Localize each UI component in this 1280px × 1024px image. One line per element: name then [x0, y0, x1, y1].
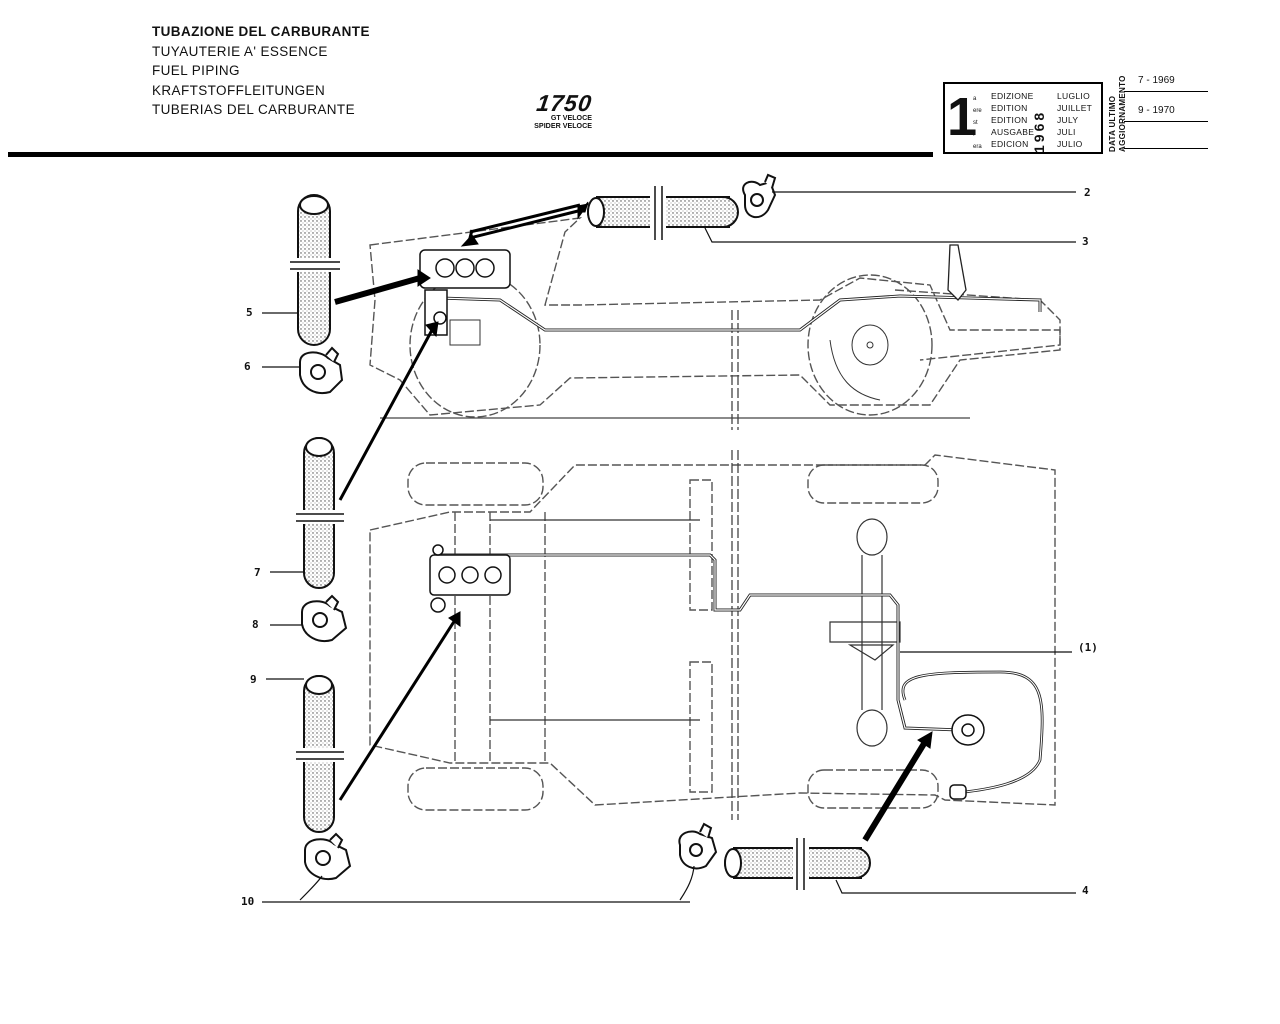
- title-spanish: TUBERIAS DEL CARBURANTE: [152, 102, 355, 117]
- filler-neck: [947, 244, 967, 301]
- update-line: [1124, 148, 1208, 149]
- top-fuel-line-inner: [440, 554, 961, 731]
- callout-5: 5: [246, 306, 253, 319]
- side-carburettors: [419, 249, 511, 336]
- edition-label: EDITION: [991, 103, 1028, 113]
- edition-number: 1: [947, 87, 978, 147]
- leader-lines: [262, 191, 1076, 903]
- header-rule: [8, 152, 933, 157]
- top-carburettors: [429, 544, 511, 613]
- edition-suffixes: a ere st . era: [973, 93, 982, 153]
- update-line: [1124, 121, 1208, 122]
- edition-suffix: .: [973, 132, 975, 138]
- clamp-part-10: [304, 832, 352, 880]
- edition-suffix: st: [973, 120, 978, 126]
- update-line: [1124, 91, 1208, 92]
- edition-label: EDIZIONE: [991, 91, 1034, 101]
- title-italian: TUBAZIONE DEL CARBURANTE: [152, 24, 370, 39]
- edition-month: JULY: [1057, 115, 1079, 125]
- title-german: KRAFTSTOFFLEITUNGEN: [152, 82, 326, 98]
- hose-part-5: [290, 194, 340, 346]
- edition-suffix: ere: [973, 108, 982, 114]
- edition-label: EDITION: [991, 115, 1028, 125]
- callout-6: 6: [244, 360, 251, 373]
- title-french: TUYAUTERIE A' ESSENCE: [152, 43, 328, 59]
- top-detail: [490, 518, 901, 747]
- callout-4: 4: [1082, 884, 1089, 897]
- clamp-part-2: [742, 173, 777, 219]
- callout-3: 3: [1082, 235, 1089, 248]
- side-detail: [449, 319, 889, 401]
- pointer-arrows: [334, 201, 933, 842]
- update-date-2: 9 - 1970: [1138, 105, 1175, 116]
- edition-labels: EDIZIONE EDITION EDITION AUSGABE EDICION: [991, 90, 1034, 150]
- hose-part-4: [724, 838, 871, 890]
- model-variant-gt: GT VELOCE: [550, 113, 592, 122]
- side-fuel-line-outer: [439, 294, 1042, 332]
- callout-1-bracket: (1): [1078, 641, 1098, 654]
- update-date-1: 7 - 1969: [1138, 75, 1175, 86]
- edition-months: LUGLIO JUILLET JULY JULI JULIO: [1057, 90, 1092, 150]
- callout-2: 2: [1084, 186, 1091, 199]
- clamp-part-8: [301, 594, 348, 642]
- hose-part-3: [587, 186, 739, 240]
- edition-label: EDICION: [991, 139, 1029, 149]
- hose-part-7: [296, 437, 344, 589]
- side-fuel-line-inner: [439, 295, 1041, 331]
- callout-7: 7: [254, 566, 261, 579]
- title-block: TUBAZIONE DEL CARBURANTE TUYAUTERIE A' E…: [152, 22, 370, 120]
- car-top-view: [369, 454, 1056, 811]
- edition-month: JULIO: [1057, 139, 1083, 149]
- edition-label: AUSGABE: [991, 127, 1035, 137]
- hose-part-9: [296, 675, 344, 833]
- edition-suffix: era: [973, 144, 982, 150]
- callout-9: 9: [250, 673, 257, 686]
- callout-10: 10: [241, 895, 255, 908]
- edition-month: JUILLET: [1057, 103, 1093, 113]
- title-english: FUEL PIPING: [152, 63, 240, 78]
- model-logo: 1750 GT VELOCE SPIDER VELOCE: [512, 90, 594, 130]
- tank-outlet: [949, 714, 985, 800]
- model-variant-spider: SPIDER VELOCE: [534, 121, 592, 130]
- edition-month: LUGLIO: [1057, 91, 1090, 101]
- callout-8: 8: [252, 618, 259, 631]
- edition-month: JULI: [1057, 127, 1076, 137]
- clamp-part-6: [299, 346, 344, 394]
- tank-line-inner: [902, 671, 1043, 793]
- edition-box: 1 a ere st . era EDIZIONE EDITION EDITIO…: [943, 82, 1103, 154]
- clamp-part-10b: [678, 822, 718, 870]
- car-side-view: [369, 217, 1061, 418]
- edition-suffix: a: [973, 96, 977, 102]
